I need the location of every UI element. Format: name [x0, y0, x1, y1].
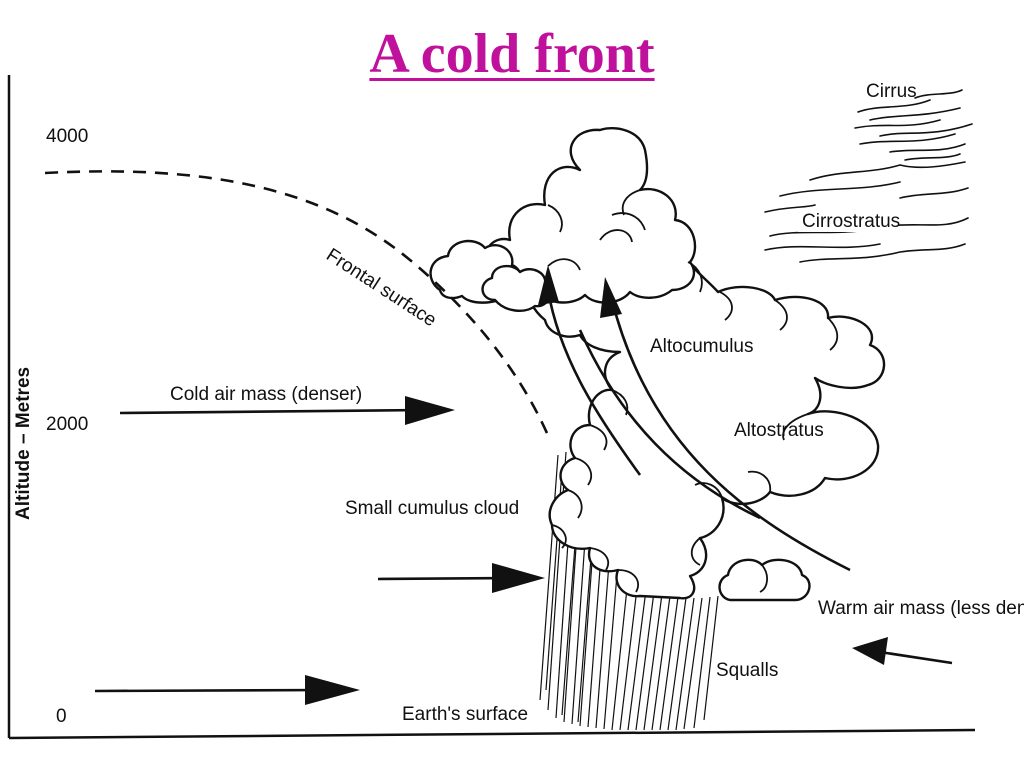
altitude-axis-title: Altitude – Metres — [13, 367, 34, 520]
earth-surface-line — [8, 728, 976, 740]
cirrostratus-label-bg — [798, 208, 898, 232]
rising-air-arrows — [538, 265, 851, 572]
squalls-label: Squalls — [716, 660, 778, 681]
frontal-surface-line — [44, 170, 552, 441]
small-cumulus-label: Small cumulus cloud — [345, 498, 519, 519]
cirrus-streaks — [854, 89, 973, 161]
cold-air-arrow-middle — [377, 563, 545, 593]
page-title: A cold front — [369, 23, 655, 85]
tick-2000: 2000 — [46, 414, 88, 435]
warm-air-arrow — [852, 637, 953, 665]
tick-0: 0 — [56, 706, 67, 727]
cold-air-arrow-upper — [119, 396, 455, 425]
cold-air-arrow-lower — [94, 675, 360, 705]
warm-air-label: Warm air mass (less dense) — [818, 598, 1024, 619]
cirrostratus-label: Cirrostratus — [802, 211, 900, 232]
cirrus-label: Cirrus — [866, 81, 917, 102]
earth-surface-label: Earth's surface — [402, 704, 528, 725]
storm-cloud — [429, 127, 886, 602]
altocumulus-label: Altocumulus — [650, 336, 754, 357]
tick-4000: 4000 — [46, 126, 88, 147]
frontal-surface-label: Frontal surface — [322, 245, 440, 332]
cold-air-label: Cold air mass (denser) — [170, 384, 362, 405]
altostratus-label: Altostratus — [734, 420, 824, 441]
